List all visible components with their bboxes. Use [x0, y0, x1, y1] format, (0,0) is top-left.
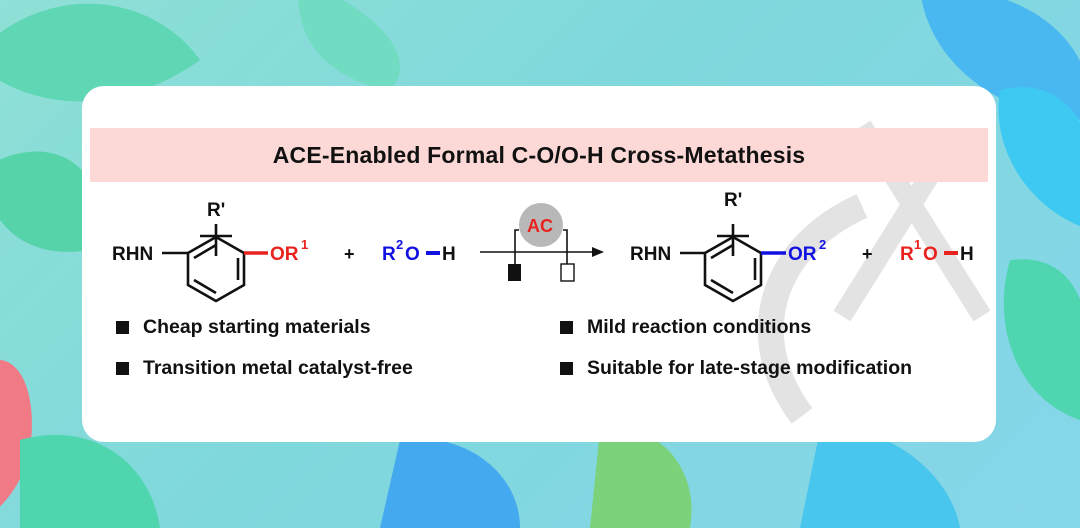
leaf-right-green: [1003, 259, 1080, 420]
catalyst-circle: [519, 203, 563, 247]
title-banner: ACE-Enabled Formal C-O/O-H Cross-Metathe…: [90, 128, 988, 182]
watermark-arc: [757, 194, 868, 424]
reactant-amine-label: RHN: [112, 244, 153, 265]
alcohol-h-label: H: [442, 244, 456, 265]
product-ether-sup: 2: [819, 237, 826, 252]
feature-label: Transition metal catalyst-free: [143, 357, 413, 379]
feature-label: Suitable for late-stage modification: [587, 357, 913, 379]
reactant-ether-sup: 1: [301, 237, 308, 252]
feature-mild-conditions: Mild reaction conditions: [560, 316, 811, 339]
alcohol-r-label: R: [382, 244, 396, 265]
bullet-square-icon: [116, 321, 129, 334]
filled-square-icon: [508, 264, 521, 281]
leaf-bottom-mid-blue: [380, 438, 520, 528]
feature-label: Cheap starting materials: [143, 316, 371, 338]
plus-sign-2: +: [862, 244, 873, 264]
feature-cheap-materials: Cheap starting materials: [116, 316, 371, 339]
byproduct-h-label: H: [960, 244, 974, 265]
reaction-scheme: RHN R' OR 1 + R 2 O H AC: [112, 190, 974, 303]
catalyst-bracket: [514, 229, 568, 264]
product-ether-label: OR: [788, 244, 817, 265]
reactant-substituent-label: R': [207, 200, 225, 221]
leaf-bottom-left-green: [20, 434, 160, 528]
alcohol-r-sup: 2: [396, 237, 403, 252]
leaf-top-center: [298, 0, 400, 90]
byproduct-r-sup: 1: [914, 237, 921, 252]
feature-late-stage: Suitable for late-stage modification: [560, 357, 912, 380]
product-benzene-ring: [680, 224, 763, 303]
leaf-bottom-mid-green: [590, 428, 692, 528]
leaf-right-blue: [998, 87, 1080, 227]
alcohol-o-label: O: [405, 244, 420, 265]
plus-sign-1: +: [344, 244, 355, 264]
leaf-bottom-right: [800, 428, 960, 528]
watermark-stroke-2: [833, 150, 951, 322]
page-title: ACE-Enabled Formal C-O/O-H Cross-Metathe…: [272, 141, 806, 168]
bullet-square-icon: [116, 362, 129, 375]
feature-label: Mild reaction conditions: [587, 316, 812, 338]
product-amine-label: RHN: [630, 244, 671, 265]
bullet-square-icon: [560, 362, 573, 375]
summary-card: ACE-Enabled Formal C-O/O-H Cross-Metathe…: [82, 86, 996, 442]
byproduct-o-label: O: [923, 244, 938, 265]
reaction-arrow: [480, 247, 604, 257]
byproduct-r-label: R: [900, 244, 914, 265]
reactant-ether-label: OR: [270, 244, 299, 265]
leaf-top-left: [0, 3, 200, 102]
empty-square-icon: [560, 263, 575, 282]
feature-metal-free: Transition metal catalyst-free: [116, 357, 413, 380]
bullet-square-icon: [560, 321, 573, 334]
leaf-left-mid: [0, 151, 98, 252]
product-substituent-label: R': [724, 190, 742, 211]
catalyst-label: AC: [527, 216, 553, 236]
reactant-benzene-ring: [162, 224, 246, 303]
